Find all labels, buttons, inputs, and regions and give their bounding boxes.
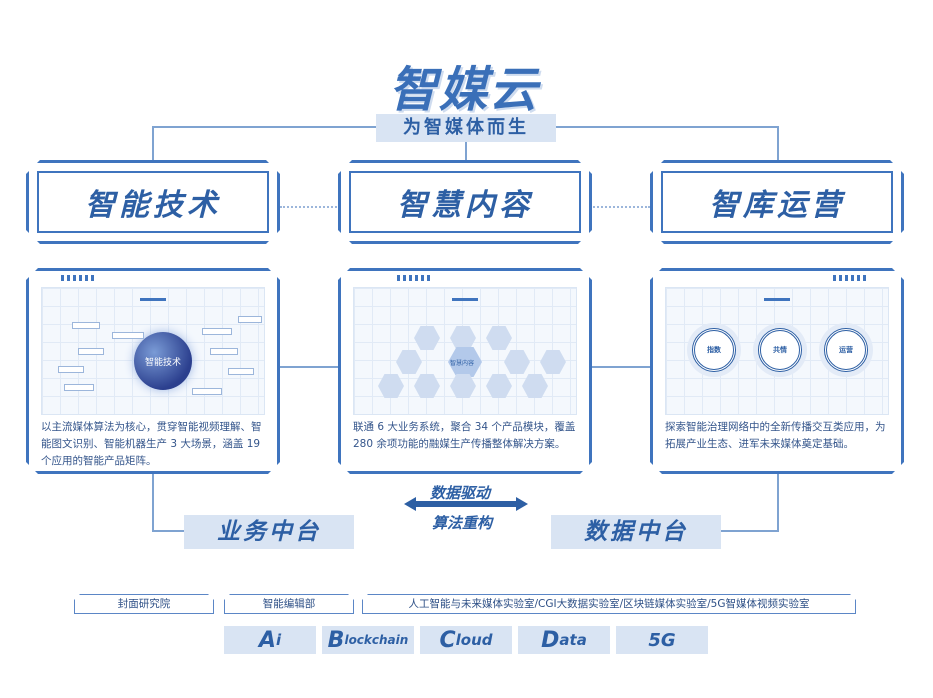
connector-dotted-2 [590, 206, 650, 208]
ring-icon-index: 指数 [692, 328, 736, 372]
hex-center-label: 智慧内容 [450, 360, 475, 367]
sphere-label: 智能技术 [144, 357, 181, 368]
tech-cap: 5G [648, 629, 676, 651]
hex-cell [396, 350, 422, 374]
connector-dotted-1 [280, 206, 340, 208]
tech-rest: i [275, 631, 282, 649]
ring-label: 指数 [707, 346, 721, 354]
node-tag [78, 348, 104, 355]
business-platform-block: 业务中台 [184, 515, 354, 549]
hex-cell [450, 374, 476, 398]
pillar-header-frame: 智库运营 [661, 171, 893, 233]
tech-cap: C [439, 627, 456, 653]
tech-rest: lockchain [344, 633, 409, 647]
pillar-header-ops: 智库运营 [650, 160, 904, 244]
connector-left-bottom-h [152, 530, 186, 532]
tech-sphere-icon: 智能技术 [134, 332, 192, 390]
pillar-card-tech: 智能技术 以主流媒体算法为核心，贯穿智能视频理解、智能图文识别、智能机器生产 3… [26, 268, 280, 474]
pillar-header-label: 智库运营 [709, 188, 845, 223]
tech-cap: D [541, 627, 560, 653]
connector-card-row [280, 366, 340, 368]
double-arrow-icon [404, 497, 528, 511]
card-illustration-ops: 指数 共情 运营 [665, 287, 889, 415]
connector-right-down [777, 126, 779, 162]
pillar-header-tech: 智能技术 [26, 160, 280, 244]
card-illustration-tech: 智能技术 [41, 287, 265, 415]
node-tag [58, 366, 84, 373]
illustration-title-bar [452, 298, 478, 301]
connector-center-down [465, 142, 467, 162]
tech-cap: A [258, 627, 276, 653]
pillar-card-content: 智慧内容 联通 6 大业务系统，聚合 34 个产品模块，覆盖 280 余项功能的… [338, 268, 592, 474]
hex-cell [504, 350, 530, 374]
connector-right-bottom-h [720, 530, 779, 532]
data-platform-block: 数据中台 [551, 515, 721, 549]
title-group: 智媒云 [364, 50, 564, 120]
pillar-description: 联通 6 大业务系统，聚合 34 个产品模块，覆盖 280 余项功能的融媒生产传… [353, 421, 576, 450]
connector-right-bottom [777, 474, 779, 532]
illustration-title-bar [764, 298, 790, 301]
pillar-description: 探索智能治理网络中的全新传播交互类应用，为拓展产业生态、进军未来媒体奠定基础。 [665, 421, 886, 450]
node-tag [202, 328, 232, 335]
tech-cap: B [327, 627, 345, 653]
card-illustration-content: 智慧内容 [353, 287, 577, 415]
hex-cell [486, 326, 512, 350]
tech-rest: ata [559, 631, 587, 649]
pillar-description: 以主流媒体算法为核心，贯穿智能视频理解、智能图文识别、智能机器生产 3 大场景，… [41, 421, 262, 467]
connector-left-bottom [152, 474, 154, 532]
node-tag [210, 348, 238, 355]
pillar-header-frame: 智慧内容 [349, 171, 581, 233]
hex-cell [450, 326, 476, 350]
hex-cell [540, 350, 566, 374]
lab-label-2: 智能编辑部 [224, 594, 354, 614]
pillar-header-label: 智慧内容 [397, 188, 533, 223]
lab-label-3: 人工智能与未来媒体实验室/CGI大数据实验室/区块链媒体实验室/5G智媒体视频实… [362, 594, 856, 614]
lab-label-1: 封面研究院 [74, 594, 214, 614]
hex-cell [414, 374, 440, 398]
illustration-title-bar [140, 298, 166, 301]
hex-cell [378, 374, 404, 398]
node-tag [238, 316, 262, 323]
card-stripes [397, 275, 433, 281]
connector-left-down [152, 126, 154, 162]
node-tag [72, 322, 100, 329]
tech-tile-5g: 5G [616, 626, 708, 654]
connector-card-row-2 [590, 366, 650, 368]
arrow-label-top: 数据驱动 [430, 484, 491, 502]
card-stripes [61, 275, 97, 281]
main-title: 智媒云 [388, 62, 539, 118]
pillar-card-ops: 指数 共情 运营 探索智能治理网络中的全新传播交互类应用，为拓展产业生态、进军未… [650, 268, 904, 474]
hex-cell [486, 374, 512, 398]
pillar-header-label: 智能技术 [85, 188, 221, 223]
card-stripes [833, 275, 869, 281]
node-tag [192, 388, 222, 395]
node-tag [112, 332, 144, 339]
ring-icon-operation: 运营 [824, 328, 868, 372]
arrow-label-bottom: 算法重构 [432, 514, 493, 532]
tech-rest: loud [455, 631, 493, 649]
node-tag [228, 368, 254, 375]
hex-cell [522, 374, 548, 398]
pillar-header-frame: 智能技术 [37, 171, 269, 233]
pillar-header-content: 智慧内容 [338, 160, 592, 244]
ring-icon-empathy: 共情 [758, 328, 802, 372]
ring-label: 共情 [773, 346, 787, 354]
node-tag [64, 384, 94, 391]
hex-cell [414, 326, 440, 350]
subtitle-banner: 为智媒体而生 [376, 114, 556, 142]
ring-label: 运营 [839, 346, 853, 354]
